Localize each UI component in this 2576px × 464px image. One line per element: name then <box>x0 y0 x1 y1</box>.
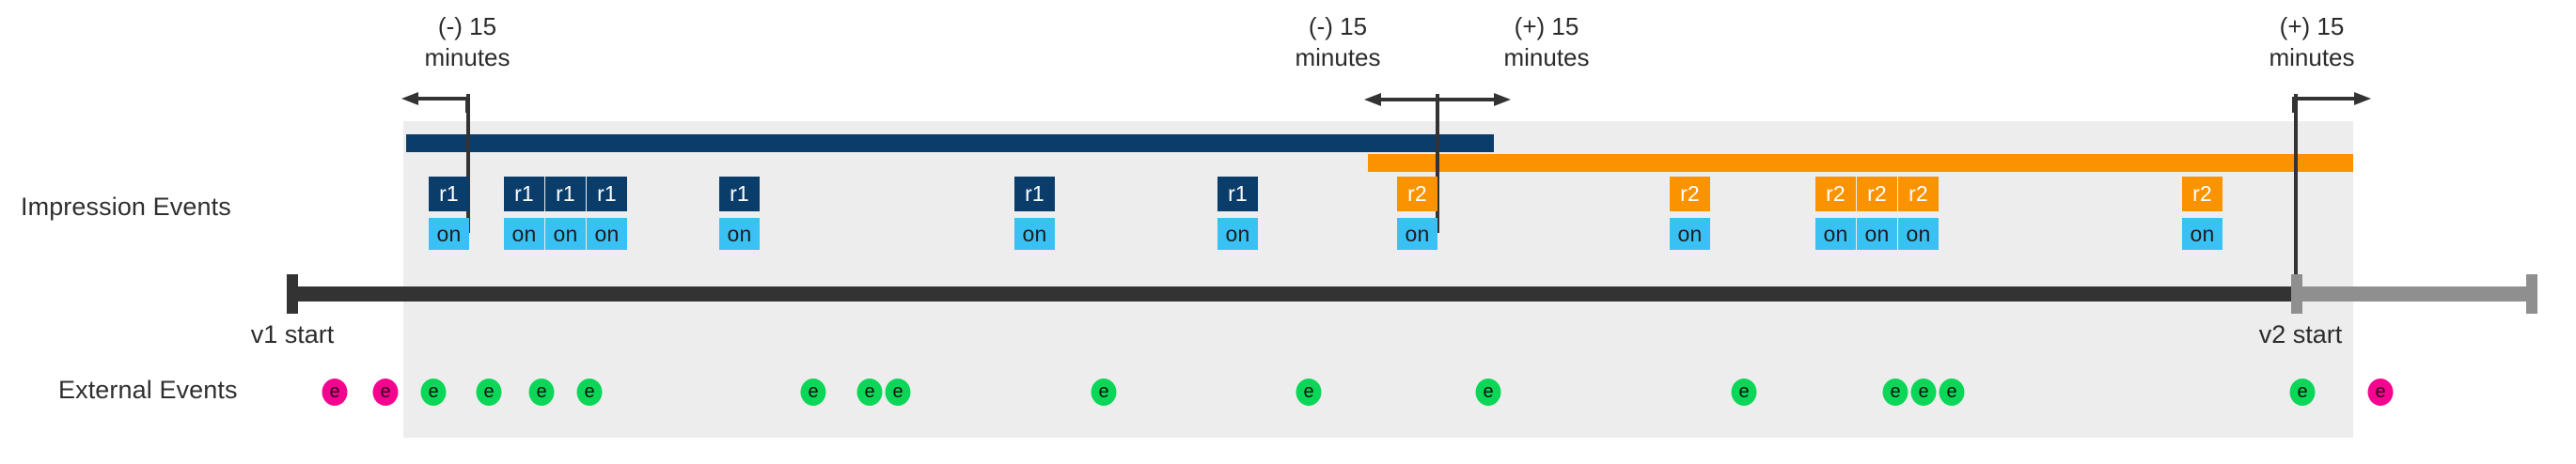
connector-line-r2-first <box>1436 94 1439 233</box>
external-event-marker[interactable]: e <box>856 379 883 406</box>
external-event-marker[interactable]: e <box>476 379 502 406</box>
external-event-marker[interactable]: e <box>576 379 603 406</box>
external-events-label: External Events <box>58 376 238 404</box>
callout-mid-plus-line2: minutes <box>1503 43 1590 72</box>
external-event-marker[interactable]: e <box>528 379 555 406</box>
callout-mid-plus: (+) 15 minutes <box>1503 11 1589 74</box>
callout-right-plus-line2: minutes <box>2269 43 2355 72</box>
external-event-marker[interactable]: e <box>1091 379 1117 406</box>
timeline-axis-v1-start-cap <box>287 274 298 314</box>
callout-left-minus-line2: minutes <box>424 43 510 72</box>
timeline-axis-v2-end-cap <box>2526 274 2537 314</box>
arrow-left-minus-icon <box>401 92 469 113</box>
impression-badge-r1[interactable]: r1 <box>429 177 469 211</box>
impression-badge-r1[interactable]: r1 <box>1014 177 1055 211</box>
timeline-axis-v1 <box>287 286 2291 302</box>
impression-badge-r2[interactable]: r2 <box>1397 177 1437 211</box>
impression-badge-on[interactable]: on <box>1670 218 1710 250</box>
external-event-marker[interactable]: e <box>1910 379 1937 406</box>
impression-badge-on[interactable]: on <box>1815 218 1856 250</box>
external-event-marker[interactable]: e <box>372 379 399 406</box>
callout-mid-plus-line1: (+) 15 <box>1514 12 1579 40</box>
impression-badge-r1[interactable]: r1 <box>587 177 627 211</box>
impression-badge-r2[interactable]: r2 <box>1815 177 1856 211</box>
external-event-marker[interactable]: e <box>322 379 348 406</box>
callout-left-minus-line1: (-) 15 <box>437 12 497 40</box>
impression-badge-r2[interactable]: r2 <box>1857 177 1897 211</box>
impression-badge-on[interactable]: on <box>429 218 469 250</box>
external-event-marker[interactable]: e <box>2367 379 2394 406</box>
callout-left-minus: (-) 15 minutes <box>424 11 510 74</box>
impression-badge-on[interactable]: on <box>1898 218 1939 250</box>
impression-badge-r1[interactable]: r1 <box>1217 177 1258 211</box>
timeline-axis-v2 <box>2291 286 2537 302</box>
external-event-marker[interactable]: e <box>420 379 447 406</box>
v2-range-bar <box>1368 154 2353 172</box>
impression-badge-on[interactable]: on <box>1857 218 1897 250</box>
callout-right-plus: (+) 15 minutes <box>2269 11 2354 74</box>
callout-mid-minus: (-) 15 minutes <box>1295 11 1380 74</box>
external-event-marker[interactable]: e <box>1939 379 1965 406</box>
arrow-right-plus-icon <box>2292 92 2371 113</box>
impression-badge-on[interactable]: on <box>1397 218 1437 250</box>
external-event-marker[interactable]: e <box>885 379 911 406</box>
impression-badge-on[interactable]: on <box>587 218 627 250</box>
impression-badge-r1[interactable]: r1 <box>504 177 544 211</box>
impression-badge-r1[interactable]: r1 <box>719 177 760 211</box>
impression-badge-on[interactable]: on <box>1217 218 1258 250</box>
impression-badge-on[interactable]: on <box>504 218 544 250</box>
impression-badge-r2[interactable]: r2 <box>1670 177 1710 211</box>
external-event-marker[interactable]: e <box>2289 379 2316 406</box>
v1-start-label: v1 start <box>250 320 335 348</box>
impression-badge-on[interactable]: on <box>719 218 760 250</box>
impression-badge-r2[interactable]: r2 <box>2182 177 2223 211</box>
impression-badge-r1[interactable]: r1 <box>545 177 586 211</box>
v2-start-label: v2 start <box>2258 320 2343 348</box>
connector-line-v2-start <box>2294 94 2298 296</box>
external-event-marker[interactable]: e <box>1731 379 1757 406</box>
impression-badge-on[interactable]: on <box>2182 218 2223 250</box>
external-event-marker[interactable]: e <box>1296 379 1322 406</box>
external-event-marker[interactable]: e <box>1475 379 1501 406</box>
impression-badge-r2[interactable]: r2 <box>1898 177 1939 211</box>
external-event-marker[interactable]: e <box>1882 379 1908 406</box>
callout-right-plus-line1: (+) 15 <box>2279 12 2345 40</box>
impression-badge-on[interactable]: on <box>545 218 586 250</box>
observation-window-band <box>403 121 2353 438</box>
callout-mid-minus-line1: (-) 15 <box>1308 12 1368 40</box>
impression-events-label: Impression Events <box>21 193 231 221</box>
connector-line-r1-first <box>466 94 470 233</box>
external-event-marker[interactable]: e <box>800 379 826 406</box>
impression-badge-on[interactable]: on <box>1014 218 1055 250</box>
timeline-axis-v2-start-cap <box>2291 274 2302 314</box>
callout-mid-minus-line2: minutes <box>1295 43 1381 72</box>
v1-range-bar <box>406 134 1494 152</box>
